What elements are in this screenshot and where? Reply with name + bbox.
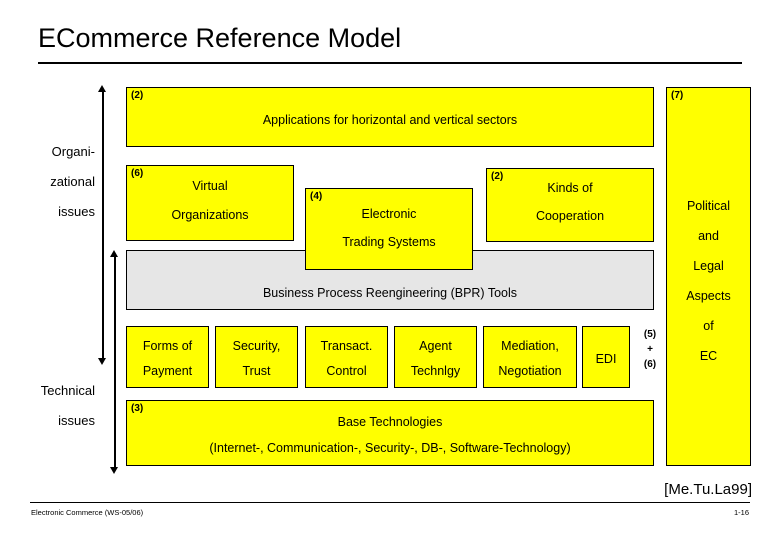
footer-course-label: Electronic Commerce (WS-05/06) [31, 508, 144, 517]
arrow-head-down-icon [98, 358, 106, 365]
box-base-technologies-line-1: Base Technologies [337, 415, 443, 429]
box-applications-line-1: Applications for horizontal and vertical… [262, 113, 518, 127]
box-political-legal-line-3: Legal [693, 259, 724, 273]
box-virtual-organizations-line-1: Virtual [192, 179, 228, 193]
box-kinds-of-cooperation-line-1: Kinds of [547, 181, 593, 195]
label-plus-line-2: + [647, 344, 653, 355]
arrow-shaft [114, 255, 116, 469]
label-organizational-line-3: issues [58, 204, 95, 219]
box-applications[interactable]: (2) Applications for horizontal and vert… [126, 87, 654, 147]
box-mediation-negotiation-line-1: Mediation, [501, 339, 559, 353]
box-political-legal-line-1: Political [686, 199, 731, 213]
arrow-head-up-icon [110, 250, 118, 257]
box-political-legal-line-4: Aspects [686, 289, 731, 303]
arrow-head-up-icon [98, 85, 106, 92]
arrow-shaft [102, 90, 104, 360]
box-electronic-trading-systems[interactable]: (4) Electronic Trading Systems [305, 188, 473, 270]
label-technical-line-2: issues [58, 413, 95, 428]
label-organizational-line-2: zational [50, 174, 95, 189]
box-political-legal-line-5: of [703, 319, 714, 333]
band-bpr-tools-line-1: Business Process Reengineering (BPR) Too… [262, 286, 518, 300]
box-forms-of-payment-line-2: Payment [142, 364, 193, 378]
box-agent-technology-line-1: Agent [419, 339, 452, 353]
box-electronic-trading-systems-line-1: Electronic [361, 207, 417, 221]
box-kinds-of-cooperation-tag: (2) [491, 171, 504, 182]
box-virtual-organizations-tag: (6) [131, 168, 144, 179]
box-security-trust-line-2: Trust [242, 364, 271, 378]
box-kinds-of-cooperation[interactable]: (2) Kinds of Cooperation [486, 168, 654, 242]
label-technical-line-1: Technical [40, 383, 95, 398]
label-technical-issues: Technical issues [20, 376, 95, 436]
box-virtual-organizations-line-2: Organizations [171, 208, 249, 222]
box-political-legal-line-6: EC [699, 349, 718, 363]
box-mediation-negotiation-line-2: Negotiation [498, 364, 562, 378]
box-agent-technology-line-2: Technlgy [410, 364, 461, 378]
box-electronic-trading-systems-line-2: Trading Systems [342, 235, 436, 249]
citation-reference: [Me.Tu.La99] [664, 481, 752, 498]
arrow-head-down-icon [110, 467, 118, 474]
box-transaction-control-line-2: Control [326, 364, 367, 378]
box-base-technologies[interactable]: (3) Base Technologies (Internet-, Commun… [126, 400, 654, 466]
footer-page-number: 1-16 [733, 508, 749, 517]
box-edi[interactable]: EDI [582, 326, 630, 388]
organizational-scope-arrow [98, 85, 107, 365]
box-kinds-of-cooperation-line-2: Cooperation [535, 209, 605, 223]
box-forms-of-payment[interactable]: Forms of Payment [126, 326, 209, 388]
box-forms-of-payment-line-1: Forms of [142, 339, 193, 353]
box-electronic-trading-systems-tag: (4) [310, 191, 323, 202]
box-political-legal-line-2: and [698, 229, 719, 243]
box-political-legal-aspects[interactable]: (7) Political and Legal Aspects of EC [666, 87, 751, 466]
page-title: ECommerce Reference Model [38, 23, 402, 53]
title-divider [38, 62, 742, 64]
label-plus-five-six: (5) + (6) [630, 327, 670, 372]
box-security-trust-line-1: Security, [232, 339, 281, 353]
label-plus-line-3: (6) [643, 359, 657, 370]
box-transaction-control-line-1: Transact. [320, 339, 373, 353]
box-security-trust[interactable]: Security, Trust [215, 326, 298, 388]
box-virtual-organizations[interactable]: (6) Virtual Organizations [126, 165, 294, 241]
box-base-technologies-tag: (3) [131, 403, 144, 414]
box-mediation-negotiation[interactable]: Mediation, Negotiation [483, 326, 577, 388]
box-base-technologies-line-2: (Internet-, Communication-, Security-, D… [209, 441, 571, 455]
label-organizational-issues: Organi- zational issues [20, 137, 95, 227]
box-transaction-control[interactable]: Transact. Control [305, 326, 388, 388]
footer-divider [30, 502, 750, 503]
box-agent-technology[interactable]: Agent Technlgy [394, 326, 477, 388]
box-political-legal-aspects-tag: (7) [671, 90, 684, 101]
technical-scope-arrow [110, 250, 119, 474]
label-plus-line-1: (5) [643, 329, 657, 340]
box-applications-tag: (2) [131, 90, 144, 101]
box-edi-line-1: EDI [595, 352, 617, 366]
label-organizational-line-1: Organi- [51, 144, 95, 159]
